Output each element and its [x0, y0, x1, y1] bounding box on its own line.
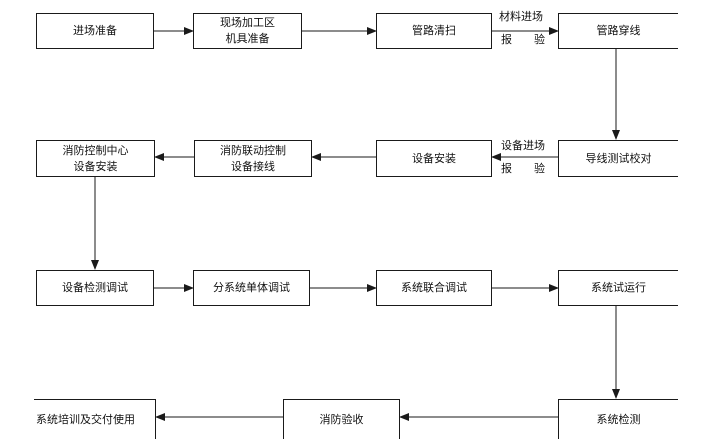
- step-label: 系统试运行: [591, 281, 646, 294]
- step-label: 进场准备: [73, 24, 117, 37]
- step-box: 系统培训及交付使用: [34, 399, 156, 439]
- step-box: 现场加工区 机具准备: [193, 13, 302, 49]
- step-box: 消防联动控制 设备接线: [194, 140, 312, 177]
- step-box: 导线测试校对: [558, 140, 678, 177]
- step-box: 管路穿线: [558, 13, 678, 49]
- annotation-device-top: 设备进场: [501, 139, 545, 152]
- step-box: 设备安装: [376, 140, 492, 177]
- step-box: 消防控制中心 设备安装: [36, 140, 155, 177]
- step-label: 设备安装: [412, 151, 456, 165]
- step-label: 现场加工区 机具准备: [220, 16, 275, 45]
- step-label: 系统联合调试: [401, 281, 467, 294]
- step-box: 消防验收: [283, 399, 400, 439]
- step-box: 管路清扫: [376, 13, 492, 49]
- step-label: 管路清扫: [412, 24, 456, 37]
- annotation-device-bottom: 报 验: [501, 162, 545, 175]
- step-label: 分系统单体调试: [213, 281, 290, 294]
- step-label: 系统培训及交付使用: [36, 412, 135, 426]
- step-label: 消防验收: [319, 412, 364, 426]
- step-box: 系统试运行: [558, 270, 678, 306]
- step-box: 分系统单体调试: [193, 270, 310, 306]
- annotation-material-top: 材料进场: [499, 10, 543, 23]
- step-label: 消防控制中心 设备安装: [62, 143, 129, 173]
- step-box: 进场准备: [36, 13, 154, 49]
- step-label: 管路穿线: [596, 24, 641, 37]
- annotation-material-bottom: 报 验: [501, 33, 545, 46]
- step-box: 系统联合调试: [376, 270, 492, 306]
- step-box: 系统检测: [558, 399, 678, 439]
- step-label: 设备检测调试: [62, 281, 128, 294]
- step-label: 系统检测: [596, 412, 641, 426]
- step-box: 设备检测调试: [36, 270, 154, 306]
- step-label: 导线测试校对: [585, 151, 652, 165]
- step-label: 消防联动控制 设备接线: [220, 143, 286, 173]
